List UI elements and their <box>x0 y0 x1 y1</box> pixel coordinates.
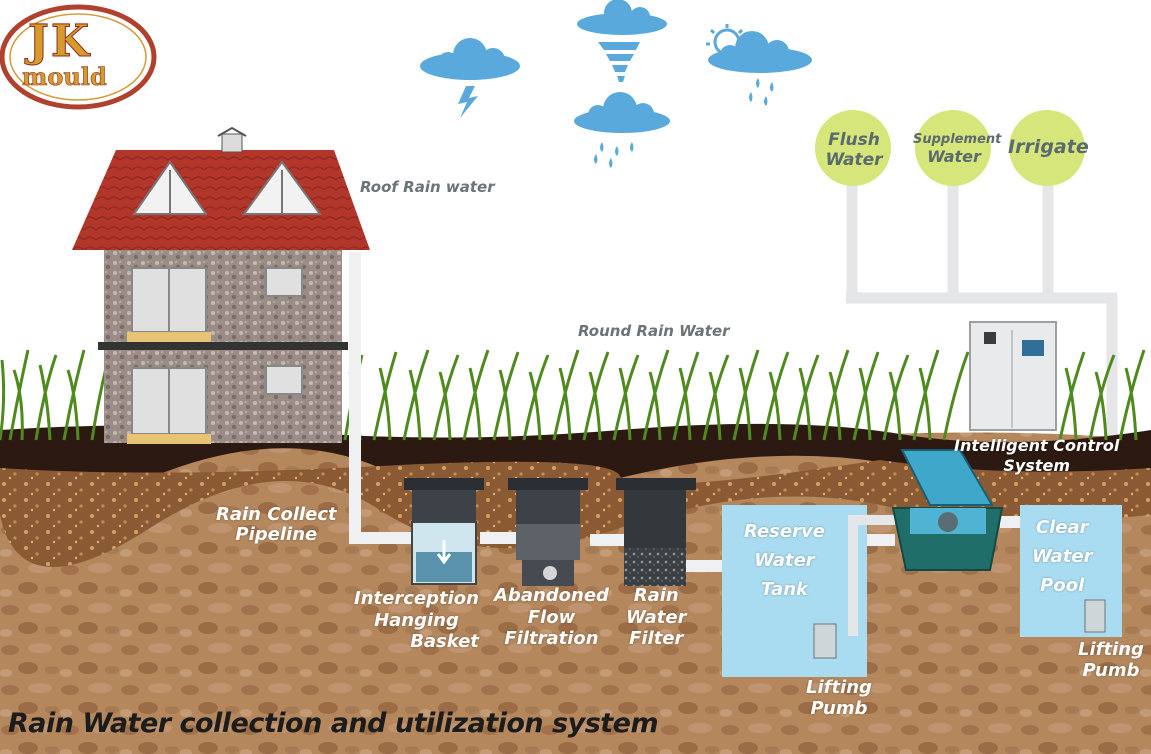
house <box>72 126 370 444</box>
roof-rain-water-label: Roof Rain water <box>360 178 495 196</box>
interception-hanging-basket <box>404 478 484 585</box>
reserve-water-tank <box>722 505 895 677</box>
cloud-lightning-icon <box>420 38 520 118</box>
logo-letters: JK <box>27 16 92 68</box>
abandoned-flow-filtration <box>508 478 588 586</box>
cloud-rain-icon <box>574 92 670 168</box>
use-circles <box>815 110 1085 186</box>
irrigate-label: Irrigate <box>1008 136 1089 158</box>
jk-mould-logo <box>0 4 157 110</box>
cloud-sun-rain-icon <box>706 24 812 106</box>
intelligent-control-cabinet <box>969 321 1057 431</box>
round-rain-water-label: Round Rain Water <box>578 322 730 340</box>
sand-filter-box <box>891 449 1004 571</box>
diagram-title: Rain Water collection and utilization sy… <box>8 708 659 739</box>
logo-word: mould <box>22 62 107 92</box>
clear-water-pool <box>1020 505 1122 637</box>
cloud-tornado-icon <box>577 0 667 82</box>
rain-collect-pipeline <box>349 252 1022 572</box>
rain-water-filter <box>616 478 696 586</box>
